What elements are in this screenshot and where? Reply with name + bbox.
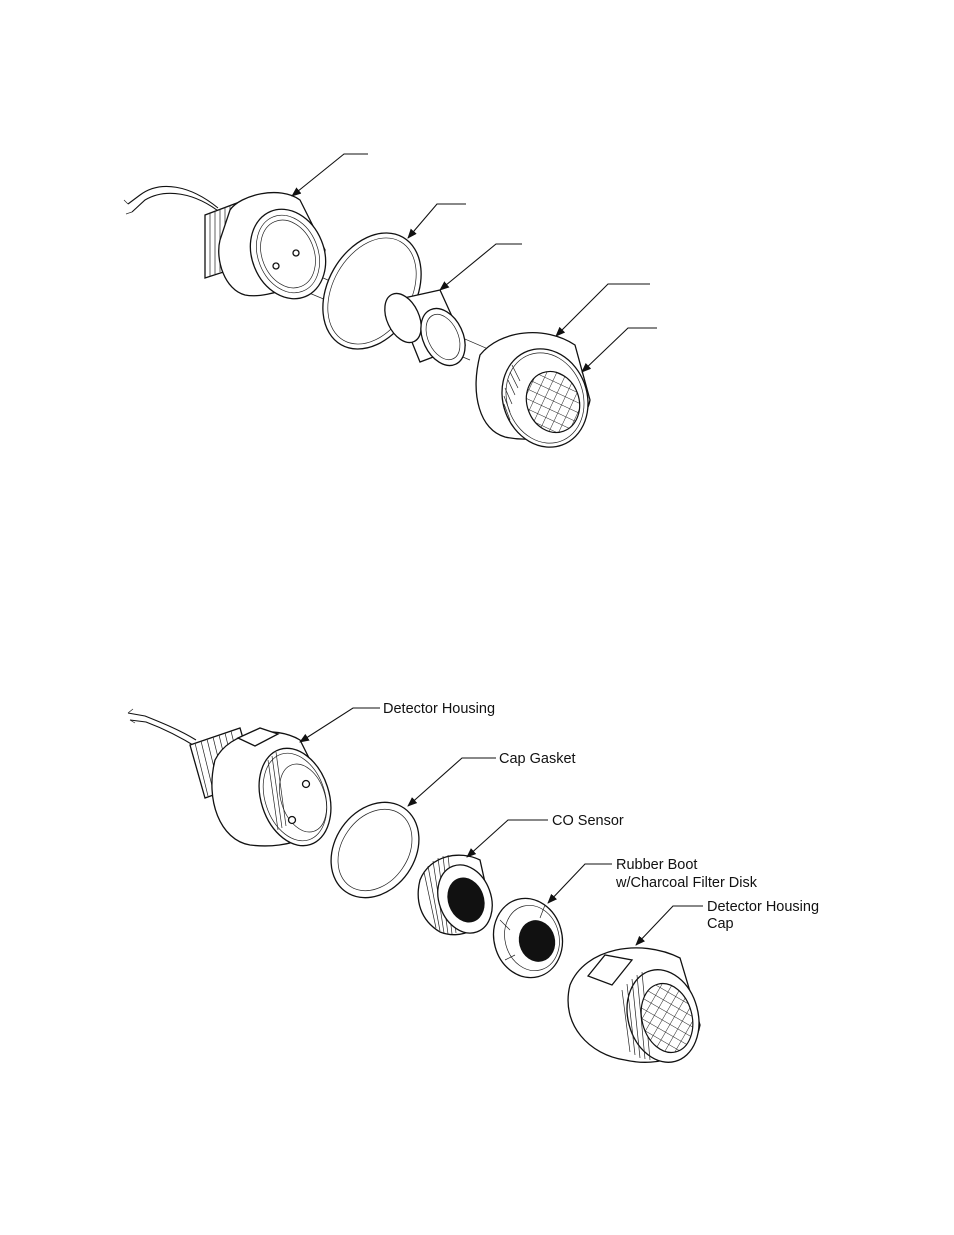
housing-cap-label-line2: Cap	[707, 916, 734, 932]
co-sensor-label: CO Sensor	[552, 813, 624, 829]
bottom-callouts: Detector Housing Cap Gasket CO Sensor Ru…	[299, 701, 819, 946]
rubber-boot-label-line1: Rubber Boot	[616, 857, 697, 873]
detector-housing-label: Detector Housing	[383, 701, 495, 717]
top-figure	[123, 153, 657, 448]
top-callouts	[291, 153, 657, 373]
detector-housing-drawing	[189, 727, 332, 847]
callout-leader-4	[555, 283, 650, 337]
wire-leads-bottom	[127, 708, 199, 749]
cap-gasket-drawing	[330, 801, 420, 899]
callout-leader-1	[291, 153, 368, 197]
callout-leader-3	[439, 243, 522, 291]
callout-leader-5	[581, 327, 657, 373]
callout-leader-2	[407, 203, 466, 239]
wire-leads	[123, 185, 223, 215]
rubber-boot-drawing	[492, 897, 564, 979]
cap-gasket-label: Cap Gasket	[499, 751, 576, 767]
detector-housing-leader	[299, 707, 380, 743]
detector-housing-cap-drawing	[567, 947, 701, 1063]
housing-cap-leader	[635, 905, 703, 946]
detector-housing-cap-drawing-top	[475, 332, 591, 448]
co-sensor-drawing	[417, 854, 493, 936]
detector-housing-drawing-top	[204, 192, 327, 300]
co-sensor-leader	[466, 819, 548, 858]
cap-gasket-leader	[407, 757, 496, 807]
housing-cap-label-line1: Detector Housing	[707, 899, 819, 915]
rubber-boot-leader	[547, 863, 612, 904]
rubber-boot-label-line2: w/Charcoal Filter Disk	[615, 875, 758, 891]
co-sensor-drawing-top	[384, 289, 466, 367]
bottom-figure: Detector Housing Cap Gasket CO Sensor Ru…	[127, 701, 819, 1063]
